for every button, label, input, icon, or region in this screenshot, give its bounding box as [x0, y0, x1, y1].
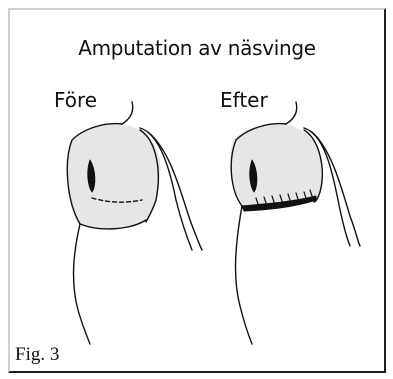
nose-illustrations — [10, 10, 384, 371]
nose-after-lip-contour — [236, 206, 252, 344]
nose-after-illustration — [230, 102, 360, 344]
figure-caption: Fig. 3 — [15, 344, 59, 366]
nose-after-bridge-line — [286, 102, 297, 124]
nose-before-lip-contour — [74, 224, 90, 344]
figure-frame: Amputation av näsvinge Före Efter — [8, 8, 386, 373]
nose-before-shading — [67, 124, 160, 229]
nose-after-shading — [230, 124, 322, 207]
nose-before-bridge-line — [122, 102, 133, 124]
nose-before-illustration — [67, 102, 202, 344]
